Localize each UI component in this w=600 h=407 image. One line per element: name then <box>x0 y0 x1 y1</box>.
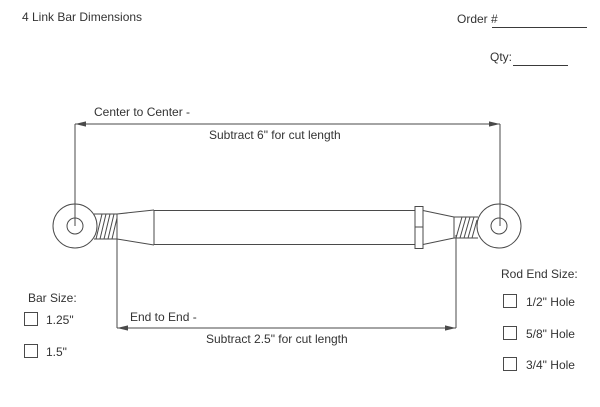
rod-end-checkbox-three-quarters-inch[interactable] <box>503 357 517 371</box>
center-to-center-label: Center to Center - <box>94 105 191 119</box>
arrowhead-right-icon <box>445 325 456 331</box>
weld-bung-collar <box>414 206 424 249</box>
left-threaded-shank <box>94 213 118 240</box>
left-rod-end-hole <box>66 217 84 235</box>
bar-size-checkbox-1-5[interactable] <box>24 344 38 358</box>
arrowhead-left-icon <box>75 121 86 127</box>
right-rod-end <box>476 203 522 249</box>
bottom-dimension-lines <box>116 235 457 331</box>
arrowhead-right-icon <box>489 121 500 127</box>
top-dimension-note: Subtract 6" for cut length <box>209 128 341 142</box>
right-threaded-shank <box>453 216 478 239</box>
order-number-label: Order # <box>457 12 498 26</box>
bar-size-label: Bar Size: <box>28 291 77 305</box>
end-to-end-label: End to End - <box>130 310 197 324</box>
left-rod-end <box>52 203 98 249</box>
tube-body <box>153 210 415 245</box>
rod-end-size-label: Rod End Size: <box>501 267 578 281</box>
page-title: 4 Link Bar Dimensions <box>22 10 143 24</box>
qty-label: Qty: <box>490 50 513 64</box>
bar-size-option-1-25-label: 1.25" <box>46 313 74 327</box>
rod-end-option-three-quarters-label: 3/4" Hole <box>526 358 575 372</box>
right-rod-end-hole <box>490 217 508 235</box>
rod-end-checkbox-five-eighths-inch[interactable] <box>503 326 517 340</box>
qty-field[interactable] <box>513 52 568 66</box>
bottom-dimension-note: Subtract 2.5" for cut length <box>206 332 348 346</box>
left-taper-adapter <box>116 209 155 246</box>
right-taper-adapter <box>422 210 455 245</box>
rod-end-checkbox-half-inch[interactable] <box>503 294 517 308</box>
bar-size-checkbox-1-25[interactable] <box>24 312 38 326</box>
top-dimension-lines <box>74 121 501 226</box>
bar-size-option-1-5-label: 1.5" <box>46 345 67 359</box>
order-number-field[interactable] <box>492 14 587 28</box>
rod-end-option-five-eighths-label: 5/8" Hole <box>526 327 575 341</box>
arrowhead-left-icon <box>117 325 128 331</box>
rod-end-option-half-inch-label: 1/2" Hole <box>526 295 575 309</box>
